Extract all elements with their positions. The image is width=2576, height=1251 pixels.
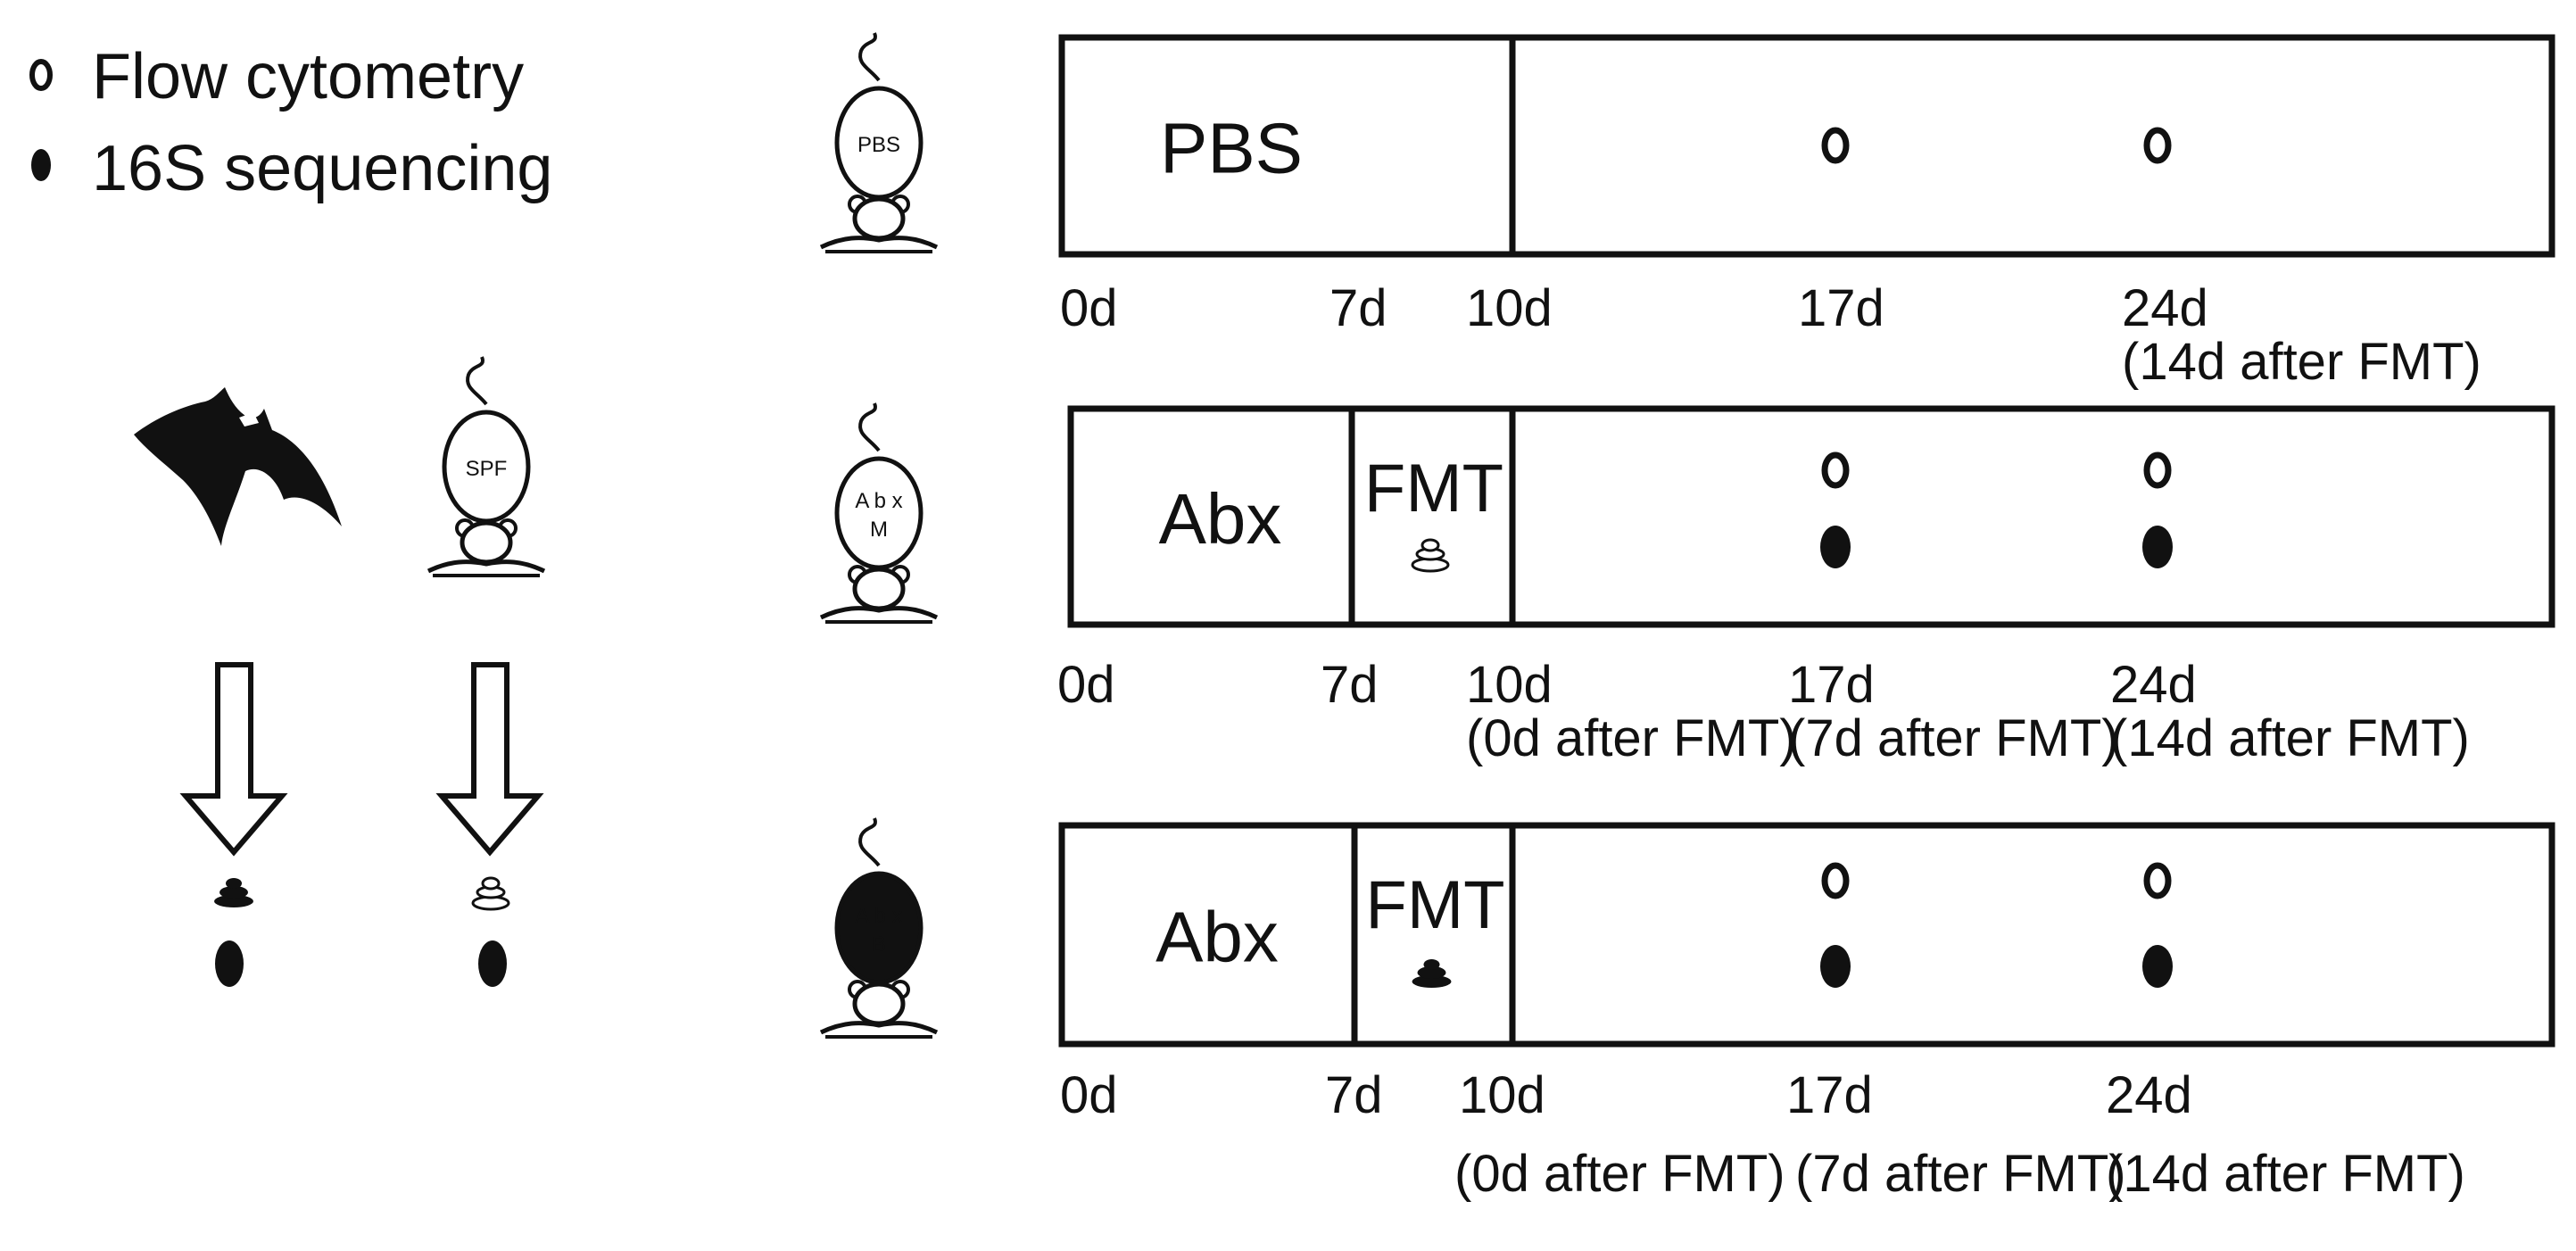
flow-cytometry-marker xyxy=(1821,452,1850,489)
stool-icon xyxy=(1411,538,1450,573)
sequencing-marker xyxy=(2142,945,2173,988)
mouse-tail xyxy=(858,817,881,867)
tick-label: 17d xyxy=(1786,1066,1873,1124)
legend-filled-label: 16S sequencing xyxy=(92,133,552,204)
mouse-body xyxy=(834,871,924,985)
tick-label: 10d xyxy=(1459,1066,1545,1124)
mouse-head xyxy=(852,196,906,241)
timeline-box xyxy=(1067,405,2555,628)
mouse-whiskers xyxy=(819,606,939,620)
flow-cytometry-marker xyxy=(2143,127,2172,164)
mouse-label: A b x xyxy=(855,904,902,928)
sequencing-dot xyxy=(478,940,507,987)
mouse-label: PBS xyxy=(857,133,900,157)
sequencing-marker xyxy=(2142,526,2173,568)
donor-column-bat xyxy=(134,387,342,987)
stool-icon xyxy=(1412,959,1452,988)
treatment-group: PBS PBS 0d 7d 10d 17d 24d(14d after FMT) xyxy=(819,32,2555,391)
tick-sublabel: (0d after FMT) xyxy=(1454,1145,1785,1203)
tick-sublabel: (14d after FMT) xyxy=(2110,709,2470,767)
flow-cytometry-marker xyxy=(1821,127,1850,164)
legend: Flow cytometry 16S sequencing xyxy=(29,41,552,204)
mouse-head xyxy=(852,567,906,611)
fmt-label: FMT xyxy=(1365,867,1504,943)
mouse-head xyxy=(852,982,906,1026)
tick-label: 24d xyxy=(2122,279,2208,337)
timeline-box xyxy=(1058,34,2555,258)
legend-open-label: Flow cytometry xyxy=(92,41,524,112)
stool-layer xyxy=(1423,959,1440,970)
mouse-tail xyxy=(858,402,881,452)
tick-label: 0d xyxy=(1060,279,1118,337)
donor-column-spf: SPF xyxy=(427,356,546,987)
flow-cytometry-marker xyxy=(2143,862,2172,899)
mouse-whiskers xyxy=(819,236,939,250)
tick-sublabel: (7d after FMT) xyxy=(1788,709,2119,767)
flow-cytometry-marker xyxy=(2143,452,2172,489)
legend-open-circle-icon xyxy=(29,59,53,91)
tick-label: 24d xyxy=(2106,1066,2192,1124)
tick-label: 17d xyxy=(1798,279,1884,337)
tick-label: 7d xyxy=(1329,279,1387,337)
stool-layer xyxy=(1417,966,1446,979)
sequencing-dot xyxy=(215,940,244,987)
stool-icon xyxy=(214,878,253,907)
mouse-label: M xyxy=(870,518,888,542)
stool-icon xyxy=(471,876,510,911)
legend-filled-circle-icon xyxy=(31,149,51,181)
treatment-group: A b x B Abx FMT 0d 7d 10d (0d after FMT)17d (7d … xyxy=(819,817,2555,1203)
treatment-label: PBS xyxy=(1160,109,1303,188)
downward-arrow-icon xyxy=(435,662,544,857)
tick-label: 10d xyxy=(1466,656,1553,714)
timeline-box xyxy=(1058,822,2555,1048)
treatment-label: Abx xyxy=(1159,479,1282,559)
sequencing-marker xyxy=(1820,945,1851,988)
tick-label: 7d xyxy=(1321,656,1379,714)
downward-arrow-icon xyxy=(179,662,288,857)
mouse-body xyxy=(834,456,924,570)
mouse-whiskers xyxy=(819,1021,939,1035)
tick-label: 0d xyxy=(1060,1066,1118,1124)
tick-label: 7d xyxy=(1325,1066,1383,1124)
tick-sublabel: (14d after FMT) xyxy=(2106,1145,2465,1203)
treatment-label: Abx xyxy=(1155,898,1279,977)
sequencing-marker xyxy=(1820,526,1851,568)
treatment-group: A b x M Abx FMT 0d 7d 10d(0d after FMT)17d(7d … xyxy=(819,402,2555,767)
tick-sublabel: (7d after FMT) xyxy=(1795,1145,2126,1203)
tick-sublabel: (14d after FMT) xyxy=(2122,333,2481,391)
bat-icon xyxy=(134,387,342,546)
stool-layer xyxy=(1412,975,1452,988)
mouse-label: B xyxy=(872,932,886,957)
mouse-icon: PBS xyxy=(819,32,939,253)
mouse-icon: A b x M xyxy=(819,402,939,624)
tick-label: 24d xyxy=(2110,656,2197,714)
mouse-label: A b x xyxy=(855,489,902,513)
tick-label: 10d xyxy=(1466,279,1553,337)
flow-cytometry-marker xyxy=(1821,862,1850,899)
tick-label: 17d xyxy=(1788,656,1875,714)
spf-mouse-label: SPF xyxy=(466,457,508,481)
spf-mouse-icon: SPF xyxy=(427,356,546,577)
tick-sublabel: (0d after FMT) xyxy=(1466,709,1797,767)
stool-layer xyxy=(1421,538,1440,552)
mouse-icon: A b x B xyxy=(819,817,939,1039)
tick-label: 0d xyxy=(1057,656,1115,714)
mouse-tail xyxy=(858,32,881,82)
fmt-label: FMT xyxy=(1364,451,1503,526)
